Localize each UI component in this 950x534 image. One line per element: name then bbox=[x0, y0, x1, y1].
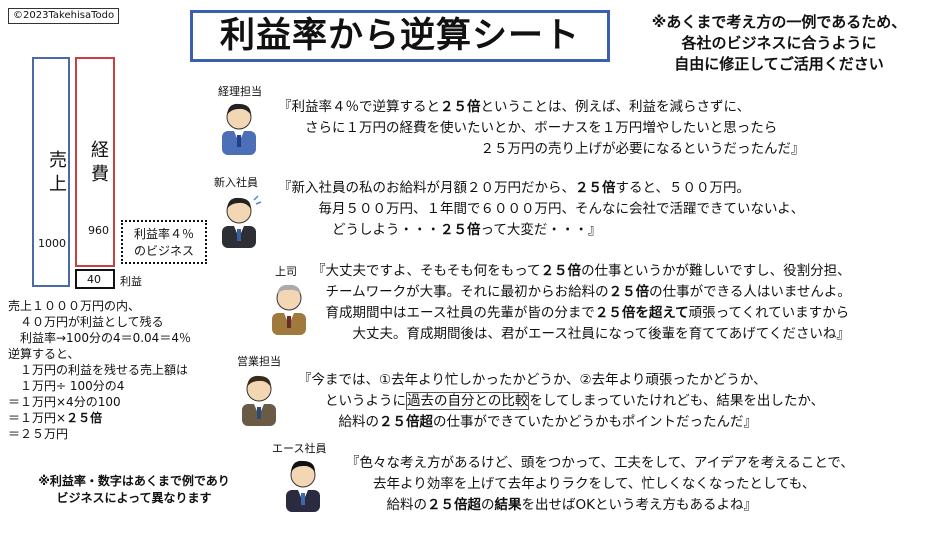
speech-text: ということは、例えば、利益を減らさずに、 bbox=[480, 99, 751, 115]
speech-text: 『利益率４％で逆算すると bbox=[278, 99, 440, 115]
speech-boss: 『大丈夫ですよ、そもそも何をもって２５倍の仕事というかが難しいですし、役割分担、… bbox=[312, 261, 851, 345]
speech-line: チームワークが大事。それに最初からお給料の２５倍の仕事ができる人はいませんよ。 bbox=[312, 282, 851, 303]
business-type-box: 利益率４％ のビジネス bbox=[121, 220, 207, 264]
calculation-text: 売上１０００万円の内、 ４０万円が利益として残る 利益率→100分の4＝0.04… bbox=[8, 298, 191, 442]
speech-line: 大丈夫。育成期間後は、君がエース社員になって後輩を育ててあげてくださいね』 bbox=[312, 324, 851, 345]
speech-text: 『大丈夫ですよ、そもそも何をもって bbox=[312, 263, 541, 279]
calculation-line: ４０万円が利益として残る bbox=[8, 315, 164, 329]
speech-text: の bbox=[481, 497, 495, 513]
sales-value: 1000 bbox=[38, 237, 66, 250]
speech-emphasis: 結果 bbox=[494, 497, 522, 513]
speech-text: というように bbox=[298, 393, 406, 409]
speech-emphasis: ２５倍 bbox=[540, 263, 582, 279]
speech-text: をしてしまっていたけれども、結果を出したか、 bbox=[529, 393, 825, 409]
speech-text: 『新入社員の私のお給料が月額２０万円だから、 bbox=[278, 180, 575, 196]
role-label-ace: エース社員 bbox=[272, 442, 327, 455]
speech-ace: 『色々な考え方があるけど、頭をつかって、工夫をして、アイデアを考えることで、 去… bbox=[346, 453, 854, 516]
speech-text: 『色々な考え方があるけど、頭をつかって、工夫をして、アイデアを考えることで、 bbox=[346, 455, 854, 471]
sales-bar bbox=[32, 57, 70, 287]
speech-boxed-text: 過去の自分との比較 bbox=[406, 392, 530, 410]
speech-new-employee: 『新入社員の私のお給料が月額２０万円だから、２５倍すると、５００万円。 毎月５０… bbox=[278, 178, 804, 241]
speech-emphasis: ２５倍 bbox=[608, 284, 650, 300]
speech-text: どうしよう・・・ bbox=[278, 222, 440, 238]
calculation-line: １万円÷ 100分の4 bbox=[8, 379, 125, 393]
speech-text: 『今までは、①去年より忙しかったかどうか、②去年より頑張ったかどうか、 bbox=[298, 372, 767, 388]
usage-note-line: ※あくまで考え方の一例であるため、 bbox=[651, 13, 907, 31]
speech-text: チームワークが大事。それに最初からお給料の bbox=[312, 284, 609, 300]
speech-text: 頑張ってくれていますから bbox=[688, 305, 850, 321]
profit-value: 40 bbox=[87, 273, 101, 286]
profit-label: 利益 bbox=[120, 275, 142, 288]
speech-text: ２５万円の売り上げが必要になるというだったんだ』 bbox=[278, 141, 805, 157]
speech-line: 『色々な考え方があるけど、頭をつかって、工夫をして、アイデアを考えることで、 bbox=[346, 453, 854, 474]
speech-text: 去年より効率を上げて去年よりラクをして、忙しくなくなったとしても、 bbox=[346, 476, 816, 492]
cost-bar bbox=[75, 57, 115, 267]
ace-employee-avatar bbox=[280, 456, 326, 512]
speech-line: 給料の２５倍超の仕事ができていたかどうかもポイントだったんだ』 bbox=[298, 412, 824, 433]
speech-text: の仕事ができる人はいませんよ。 bbox=[649, 284, 851, 300]
disclaimer-line: ※利益率・数字はあくまで例であり bbox=[38, 474, 230, 488]
calculation-line: ＝２５万円 bbox=[8, 427, 69, 441]
speech-text: の仕事というかが難しいですし、役割分担、 bbox=[581, 263, 851, 279]
speech-line: というように過去の自分との比較をしてしまっていたけれども、結果を出したか、 bbox=[298, 391, 824, 412]
business-type-line: 利益率４％ bbox=[133, 227, 194, 241]
role-label-accounting: 経理担当 bbox=[218, 85, 262, 98]
speech-line: 『大丈夫ですよ、そもそも何をもって２５倍の仕事というかが難しいですし、役割分担、 bbox=[312, 261, 851, 282]
speech-text: 育成期間中はエース社員の先輩が皆の分まで bbox=[312, 305, 595, 321]
calculation-emphasis: ２５倍 bbox=[66, 411, 103, 425]
speech-sales: 『今までは、①去年より忙しかったかどうか、②去年より頑張ったかどうか、 というよ… bbox=[298, 370, 824, 433]
role-label-sales: 営業担当 bbox=[237, 355, 281, 368]
sales-bar-label: 売上 bbox=[46, 150, 67, 198]
page-title: 利益率から逆算シート bbox=[190, 10, 610, 62]
calculation-line: 売上１０００万円の内、 bbox=[8, 299, 141, 313]
speech-line: 給料の２５倍超の結果を出せばOKという考え方もあるよね』 bbox=[346, 495, 854, 516]
usage-note-line: 自由に修正してご活用ください bbox=[674, 55, 884, 73]
speech-text: 毎月５００万円、１年間で６０００万円、そんなに会社で活躍できていないよ、 bbox=[278, 201, 805, 217]
calculation-line: １万円の利益を残せる売上額は bbox=[8, 363, 189, 377]
speech-emphasis: ２５倍を超えて bbox=[594, 305, 689, 321]
calculation-line: 利益率→100分の4＝0.04＝4％ bbox=[8, 331, 191, 345]
speech-line: 去年より効率を上げて去年よりラクをして、忙しくなくなったとしても、 bbox=[346, 474, 854, 495]
speech-line: さらに１万円の経費を使いたいとか、ボーナスを１万円増やしたいと思ったら bbox=[278, 118, 805, 139]
speech-text: 大丈夫。育成期間後は、君がエース社員になって後輩を育ててあげてくださいね』 bbox=[312, 326, 850, 342]
speech-emphasis: ２５倍超 bbox=[379, 414, 433, 430]
speech-line: ２５万円の売り上げが必要になるというだったんだ』 bbox=[278, 139, 805, 160]
speech-line: 毎月５００万円、１年間で６０００万円、そんなに会社で活躍できていないよ、 bbox=[278, 199, 804, 220]
cost-value: 960 bbox=[88, 224, 109, 237]
role-label-new-employee: 新入社員 bbox=[214, 176, 258, 189]
usage-note-line: 各社のビジネスに合うように bbox=[681, 34, 877, 52]
role-label-boss: 上司 bbox=[275, 265, 297, 278]
speech-emphasis: ２５倍超 bbox=[427, 497, 481, 513]
speech-text: を出せばOKという考え方もあるよね』 bbox=[521, 497, 757, 513]
accountant-avatar bbox=[216, 99, 262, 155]
disclaimer-line: ビジネスによって異なります bbox=[56, 491, 212, 505]
speech-text: さらに１万円の経費を使いたいとか、ボーナスを１万円増やしたいと思ったら bbox=[278, 120, 778, 136]
speech-text: って大変だ・・・』 bbox=[480, 222, 602, 238]
usage-note: ※あくまで考え方の一例であるため、 各社のビジネスに合うように 自由に修正してご… bbox=[614, 12, 944, 75]
speech-line: 育成期間中はエース社員の先輩が皆の分まで２５倍を超えて頑張ってくれていますから bbox=[312, 303, 851, 324]
speech-emphasis: ２５倍 bbox=[440, 222, 481, 238]
business-type-line: のビジネス bbox=[133, 244, 194, 258]
new-employee-avatar bbox=[216, 192, 262, 248]
speech-line: 『今までは、①去年より忙しかったかどうか、②去年より頑張ったかどうか、 bbox=[298, 370, 824, 391]
speech-line: 『利益率４％で逆算すると２５倍ということは、例えば、利益を減らさずに、 bbox=[278, 97, 805, 118]
speech-text: 給料の bbox=[298, 414, 379, 430]
speech-line: どうしよう・・・２５倍って大変だ・・・』 bbox=[278, 220, 804, 241]
calculation-line: 逆算すると、 bbox=[8, 347, 80, 361]
speech-accounting: 『利益率４％で逆算すると２５倍ということは、例えば、利益を減らさずに、 さらに１… bbox=[278, 97, 805, 160]
speech-text: の仕事ができていたかどうかもポイントだったんだ』 bbox=[433, 414, 757, 430]
calculation-line: ＝１万円×4分の100 bbox=[8, 395, 121, 409]
profit-bar bbox=[75, 269, 115, 289]
speech-text: 給料の bbox=[346, 497, 427, 513]
boss-avatar bbox=[266, 279, 312, 335]
sales-avatar bbox=[236, 370, 282, 426]
speech-text: すると、５００万円。 bbox=[615, 180, 750, 196]
calculation-line: ＝１万円×２５倍 bbox=[8, 411, 103, 425]
copyright-label: ©2023TakehisaTodo bbox=[8, 8, 120, 24]
speech-emphasis: ２５倍 bbox=[440, 99, 481, 115]
disclaimer: ※利益率・数字はあくまで例であり ビジネスによって異なります bbox=[14, 473, 254, 507]
speech-emphasis: ２５倍 bbox=[575, 180, 616, 196]
cost-bar-label: 経費 bbox=[88, 140, 109, 188]
speech-line: 『新入社員の私のお給料が月額２０万円だから、２５倍すると、５００万円。 bbox=[278, 178, 804, 199]
